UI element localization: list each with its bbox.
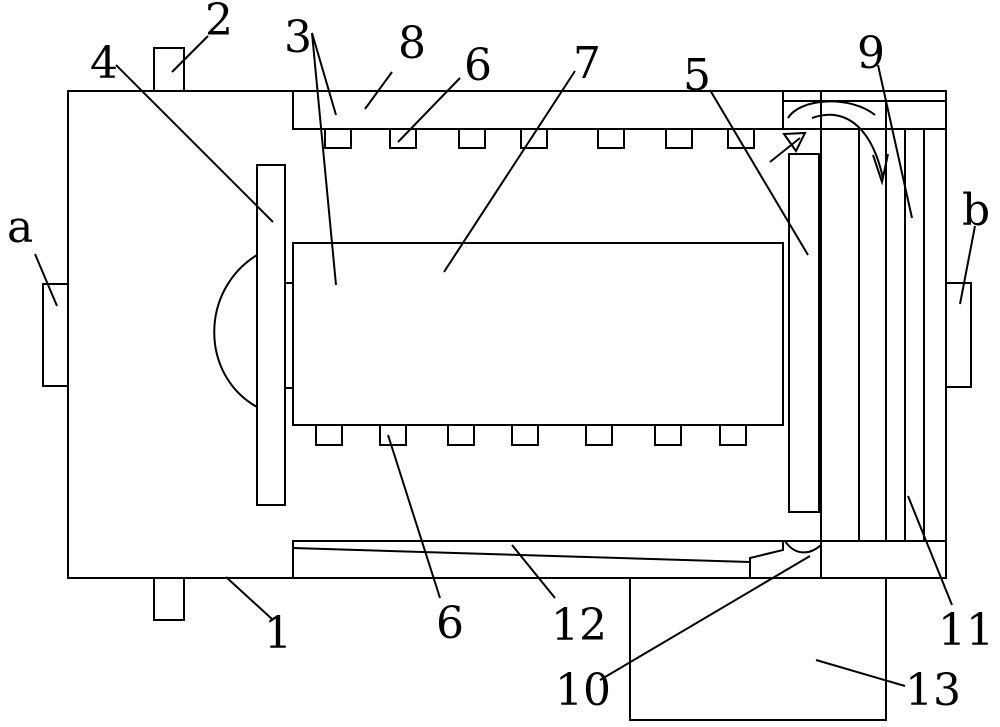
label-12: 12 [551, 600, 607, 651]
fin-bottom [719, 424, 747, 446]
flow-curve-return [811, 113, 884, 179]
leader-3 [311, 32, 337, 286]
leader-8 [364, 71, 393, 110]
label-6-bottom: 6 [436, 598, 464, 649]
label-4: 4 [90, 38, 118, 89]
leader-12 [511, 544, 556, 599]
flow-arrowhead [872, 153, 889, 186]
label-6-top: 6 [464, 40, 492, 91]
bottom-lug [153, 577, 185, 621]
leader-1 [225, 576, 273, 620]
label-7: 7 [573, 38, 601, 89]
fin-top [727, 128, 755, 149]
port-b [945, 282, 972, 388]
fin-top [520, 128, 548, 149]
top-lug [153, 47, 185, 92]
port-a [42, 283, 69, 387]
leader-2 [171, 35, 209, 73]
fin-bottom [447, 424, 475, 446]
label-1: 1 [264, 608, 292, 659]
plate [256, 164, 286, 506]
label-8: 8 [398, 18, 426, 69]
label-3: 3 [284, 12, 312, 63]
leader-7 [443, 70, 576, 273]
collection-box [629, 577, 887, 721]
leader-6-top [397, 77, 461, 143]
fin-bottom [379, 424, 407, 446]
label-10: 10 [555, 665, 611, 716]
label-b: b [962, 185, 990, 236]
leader-10 [599, 555, 811, 681]
leader-3 [311, 32, 337, 116]
fin-bottom [585, 424, 613, 446]
dome [213, 254, 258, 408]
leader-5 [709, 89, 809, 256]
flow-arrowhead-open [782, 131, 807, 153]
leader-9 [877, 64, 913, 219]
bottom-flow-curve [784, 540, 822, 554]
label-13: 13 [905, 665, 961, 716]
fin-top [458, 128, 486, 149]
vertical-panel [788, 153, 820, 513]
label-a: a [7, 202, 33, 253]
fin-bottom [315, 424, 343, 446]
leader-4 [115, 64, 274, 223]
leader-a [34, 253, 58, 307]
leader-6-bottom [387, 434, 441, 599]
fin-top [324, 128, 352, 149]
flow-curve [787, 100, 876, 119]
leader-13 [815, 659, 906, 687]
core-block [292, 242, 784, 426]
fin-top [389, 128, 417, 149]
fin-bottom [511, 424, 539, 446]
wedge-slope [292, 547, 751, 563]
bottom-wedge [292, 540, 784, 579]
leader-11 [907, 495, 953, 606]
label-2: 2 [205, 0, 233, 46]
fin-bottom [654, 424, 682, 446]
label-9: 9 [857, 28, 885, 79]
label-5: 5 [683, 50, 711, 101]
fin-top [597, 128, 625, 149]
leader-b [959, 225, 976, 305]
fin-top [665, 128, 693, 149]
flow-arrow-shaft [769, 137, 801, 163]
label-11: 11 [938, 605, 994, 656]
